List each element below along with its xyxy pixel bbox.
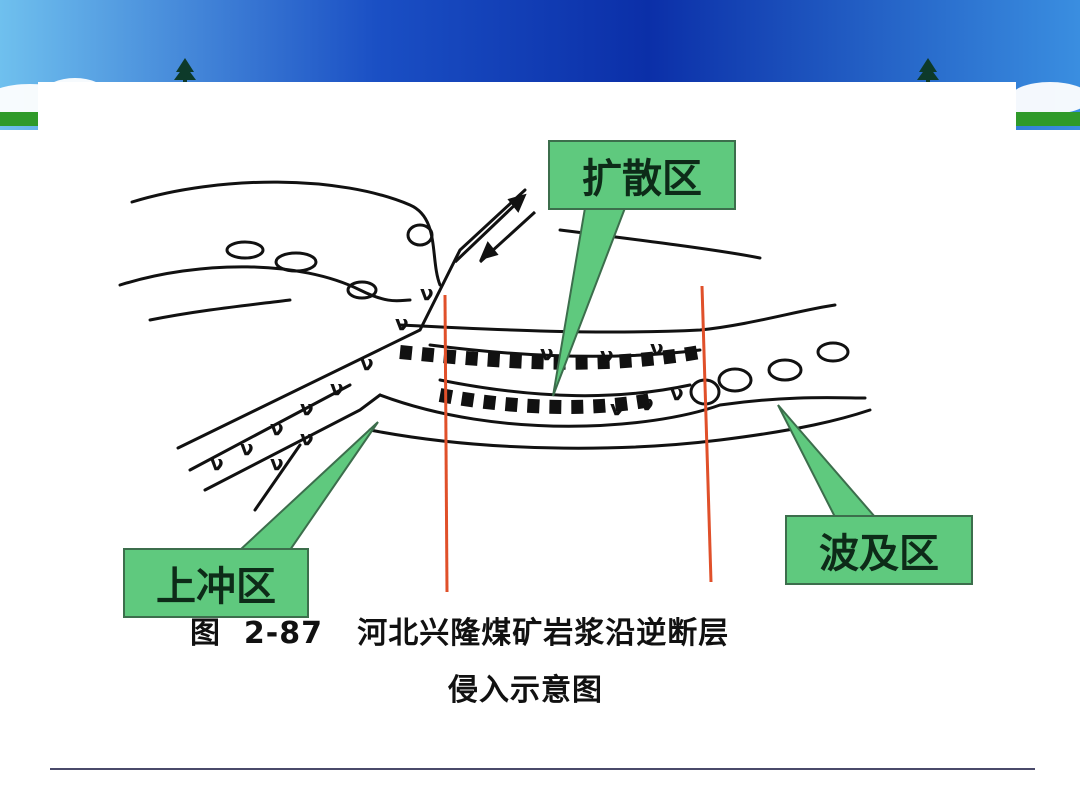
- magma-symbol: ν: [360, 351, 374, 375]
- tree-right-icon: [917, 58, 939, 84]
- fault-lower-edge: [203, 393, 382, 492]
- magma-symbol: ν: [395, 311, 409, 335]
- callout-affected-zone: 波及区: [785, 515, 973, 585]
- magma-symbol: ν: [240, 436, 254, 460]
- footer-divider: [50, 768, 1035, 770]
- magma-symbol: ν: [270, 451, 284, 475]
- pebble: [346, 280, 378, 300]
- sill-inner-lower: [438, 378, 692, 398]
- arrow-head-icon: [507, 193, 527, 213]
- stratum-left-upper: [118, 265, 412, 303]
- magma-symbol: ν: [670, 381, 684, 405]
- magma-symbol: ν: [210, 451, 224, 475]
- magma-symbol: ν: [270, 416, 284, 440]
- fault-bottom-edge: [253, 443, 302, 512]
- magma-symbol: ν: [330, 376, 344, 400]
- figure-caption-line1: 图 2-87 河北兴隆煤矿岩浆沿逆断层: [190, 616, 730, 651]
- callout-label: 扩散区: [582, 155, 702, 202]
- arrow-head-icon: [479, 241, 499, 261]
- callout-pointer-diffusion: [552, 207, 627, 397]
- coal-seam-lower: [438, 388, 652, 414]
- grass-strip-right: [1016, 112, 1080, 126]
- pebble: [717, 367, 753, 393]
- tree-left-icon: [174, 58, 196, 84]
- stratum-bottom-line: [368, 408, 872, 450]
- sill-upper-edge: [398, 303, 837, 334]
- callout-upthrust-zone: 上冲区: [123, 548, 309, 618]
- zone-boundary-left: [443, 294, 449, 593]
- pebble: [816, 341, 850, 363]
- magma-symbol: ν: [540, 341, 554, 365]
- magma-symbol: ν: [650, 336, 664, 360]
- pebble: [274, 251, 318, 273]
- grass-strip-left: [0, 112, 40, 126]
- magma-symbol: ν: [420, 281, 434, 305]
- callout-diffusion-zone: 扩散区: [548, 140, 736, 210]
- sill-lower-edge: [378, 393, 867, 428]
- displacement-arrow: [453, 198, 522, 264]
- pebble: [225, 240, 265, 260]
- stratum-top-line: [130, 180, 442, 287]
- magma-symbol: ν: [610, 396, 624, 420]
- pebble: [406, 223, 434, 247]
- magma-symbol: ν: [300, 426, 314, 450]
- zone-boundary-right: [700, 285, 713, 583]
- content-panel: [38, 82, 1016, 772]
- stratum-left-lower: [148, 298, 292, 322]
- pebble: [767, 358, 803, 382]
- callout-label: 波及区: [819, 530, 939, 577]
- fault-mid-edge: [188, 383, 352, 472]
- figure-caption-line2: 侵入示意图: [448, 673, 603, 708]
- magma-symbol: ν: [640, 391, 654, 415]
- callout-label: 上冲区: [156, 563, 276, 610]
- magma-symbol: ν: [300, 396, 314, 420]
- magma-symbol: ν: [600, 343, 614, 367]
- fault-upper-edge: [176, 188, 527, 450]
